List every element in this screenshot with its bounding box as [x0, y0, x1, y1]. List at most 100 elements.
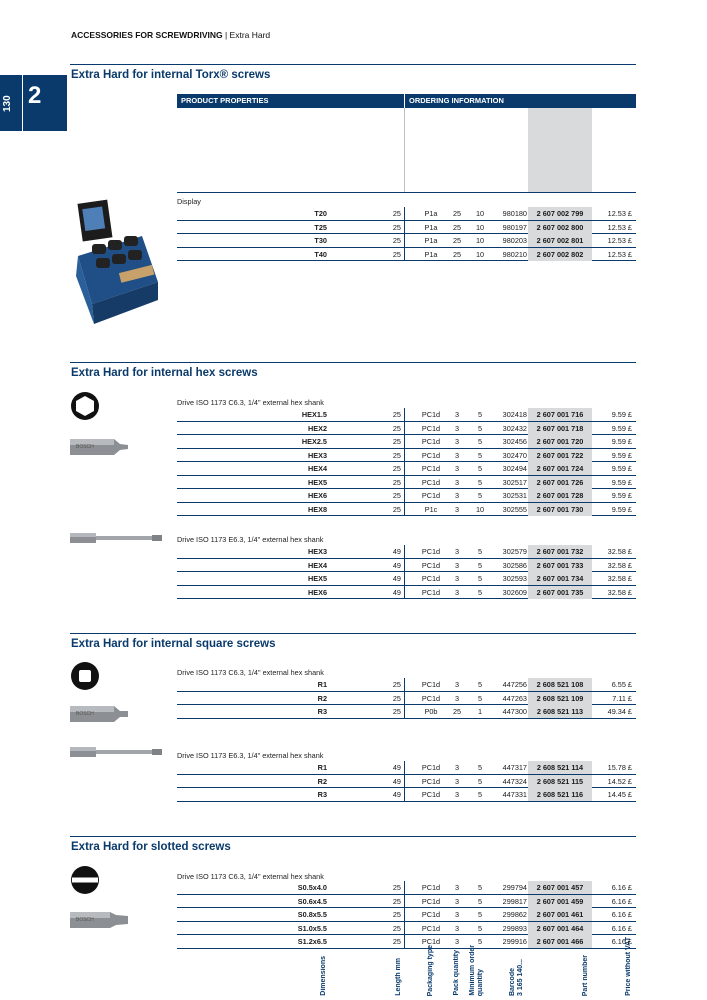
section-title: Extra Hard for slotted screws [71, 841, 231, 853]
tab-divider [22, 75, 23, 131]
section-rule [70, 836, 636, 837]
cell-length: 49 [392, 560, 401, 570]
cell-packaging: PC1d [421, 776, 441, 786]
cell-part-number: 2 607 001 724 [536, 464, 584, 473]
cell-price: 6.16 £ [611, 883, 632, 892]
cell-length: 49 [392, 574, 401, 583]
length-separator [404, 207, 405, 221]
cell-part-number: 2 608 521 109 [536, 693, 584, 703]
cell-dimension: HEX2 [307, 423, 327, 433]
product-properties-header: PRODUCT PROPERTIES [177, 94, 404, 108]
cell-price: 6.55 £ [611, 680, 632, 689]
cell-price: 9.59 £ [611, 410, 632, 419]
group-label: Drive ISO 1173 E6.3, 1/4" external hex s… [177, 535, 324, 544]
cell-barcode: 302517 [502, 477, 527, 487]
cell-part-number: 2 607 001 728 [536, 491, 584, 500]
cell-min-order: 5 [477, 937, 483, 946]
cell-pack-qty: 3 [454, 923, 460, 933]
cell-packaging: P1a [424, 236, 438, 245]
hex-socket-icon [71, 392, 99, 420]
square-bit-49mm-image [70, 747, 162, 757]
length-separator [404, 761, 405, 775]
length-separator [404, 558, 405, 572]
part-number-shade [528, 572, 592, 585]
cell-dimension: HEX6 [307, 587, 327, 597]
hex-bit-25mm-image: BOSCH [70, 439, 128, 455]
cell-part-number: 2 608 521 116 [536, 790, 584, 799]
cell-pack-qty: 3 [454, 477, 460, 487]
length-separator [404, 545, 405, 559]
cell-price: 14.52 £ [607, 776, 632, 786]
cell-barcode: 447263 [502, 693, 527, 703]
cell-dimension: HEX4 [307, 560, 327, 570]
cell-part-number: 2 607 001 735 [536, 587, 584, 597]
cell-part-number: 2 607 001 457 [536, 883, 584, 892]
cell-barcode: 299916 [502, 937, 527, 946]
cell-part-number: 2 608 521 108 [536, 680, 584, 689]
cell-min-order: 5 [477, 693, 483, 703]
cell-pack-qty: 25 [452, 707, 462, 716]
part-number-shade [528, 678, 592, 691]
cell-barcode: 447324 [502, 776, 527, 786]
cell-barcode: 302494 [502, 464, 527, 473]
length-separator [404, 935, 405, 949]
cell-barcode: 302531 [502, 491, 527, 500]
cell-part-number: 2 607 001 466 [536, 937, 584, 946]
cell-part-number: 2 607 001 459 [536, 896, 584, 906]
cell-part-number: 2 607 001 730 [536, 504, 584, 514]
cell-packaging: PC1d [421, 464, 441, 473]
cell-min-order: 5 [477, 560, 483, 570]
cell-price: 9.59 £ [611, 491, 632, 500]
cell-barcode: 302432 [502, 423, 527, 433]
cell-min-order: 10 [475, 222, 485, 232]
cell-dimension: HEX5 [307, 477, 327, 487]
cell-part-number: 2 608 521 114 [536, 763, 584, 772]
length-separator [404, 448, 405, 462]
running-header: ACCESSORIES FOR SCREWDRIVING | Extra Har… [71, 30, 271, 40]
part-number-column-shade [528, 108, 592, 192]
cell-barcode: 447317 [502, 763, 527, 772]
cell-length: 25 [392, 680, 401, 689]
cell-length: 49 [392, 547, 401, 556]
part-number-shade [528, 705, 592, 718]
length-separator [404, 234, 405, 248]
part-number-shade [528, 448, 592, 462]
cell-packaging: PC1d [421, 910, 441, 919]
cell-price: 6.16 £ [611, 896, 632, 906]
cell-packaging: PC1d [421, 763, 441, 772]
part-number-shade [528, 234, 592, 247]
cell-pack-qty: 3 [454, 790, 460, 799]
cell-dimension: HEX1.5 [301, 410, 327, 419]
cell-dimension: R1 [317, 763, 327, 772]
cell-length: 49 [392, 776, 401, 786]
cell-price: 32.58 £ [607, 547, 632, 556]
section-title: Extra Hard for internal hex screws [71, 367, 258, 379]
cell-length: 25 [392, 209, 401, 218]
section-title-torx: Extra Hard for internal Torx® screws [71, 69, 271, 81]
cell-length: 25 [392, 222, 401, 232]
cell-price: 6.16 £ [611, 910, 632, 919]
cell-pack-qty: 3 [454, 574, 460, 583]
cell-packaging: P0b [424, 707, 438, 716]
cell-min-order: 5 [477, 587, 483, 597]
cell-min-order: 5 [477, 410, 483, 419]
cell-packaging: PC1d [421, 693, 441, 703]
cell-length: 25 [392, 477, 401, 487]
cell-min-order: 5 [477, 491, 483, 500]
cell-barcode: 302579 [502, 547, 527, 556]
cell-length: 25 [392, 910, 401, 919]
col-barcode-2: 3 165 140... [517, 959, 524, 996]
length-separator [404, 247, 405, 261]
cell-min-order: 5 [477, 910, 483, 919]
length-separator [404, 475, 405, 489]
cell-min-order: 5 [477, 680, 483, 689]
cell-packaging: PC1d [421, 423, 441, 433]
section-rule [70, 362, 636, 363]
cell-barcode: 302456 [502, 437, 527, 446]
cell-packaging: PC1d [421, 437, 441, 446]
cell-part-number: 2 607 001 461 [536, 910, 584, 919]
